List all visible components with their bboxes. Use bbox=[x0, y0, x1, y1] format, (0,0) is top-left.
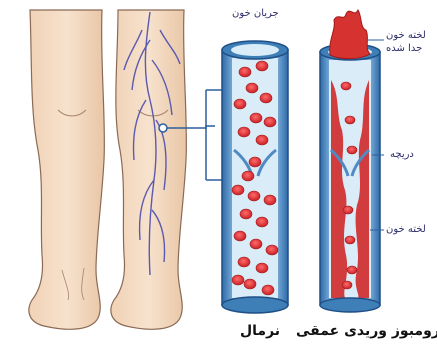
red-blood-cell bbox=[347, 146, 357, 154]
red-blood-cell bbox=[250, 113, 262, 123]
red-blood-cell bbox=[242, 171, 254, 181]
red-blood-cell bbox=[232, 275, 244, 285]
red-blood-cell bbox=[342, 281, 352, 289]
red-blood-cell bbox=[341, 82, 351, 90]
label-blood-flow: جریان خون bbox=[232, 8, 279, 20]
red-blood-cell bbox=[264, 117, 276, 127]
label-valve: دریچه bbox=[390, 149, 414, 161]
label-detached-clot-1: لخته خون bbox=[386, 30, 426, 42]
red-blood-cell bbox=[256, 135, 268, 145]
red-blood-cell bbox=[234, 231, 246, 241]
red-blood-cell bbox=[343, 206, 353, 214]
red-blood-cell bbox=[266, 245, 278, 255]
left-leg bbox=[29, 10, 105, 329]
caption-dvt: ترومبوز وریدی عمقی bbox=[296, 323, 437, 339]
red-blood-cell bbox=[345, 116, 355, 124]
red-blood-cell bbox=[260, 93, 272, 103]
red-blood-cell bbox=[239, 67, 251, 77]
red-blood-cell bbox=[234, 99, 246, 109]
red-blood-cell bbox=[264, 195, 276, 205]
red-blood-cell bbox=[240, 209, 252, 219]
red-blood-cell bbox=[345, 236, 355, 244]
red-blood-cell bbox=[248, 191, 260, 201]
dvt-vessel bbox=[320, 10, 380, 312]
red-blood-cell bbox=[238, 257, 250, 267]
red-blood-cell bbox=[256, 217, 268, 227]
callout-point bbox=[159, 124, 167, 132]
red-blood-cell bbox=[250, 239, 262, 249]
normal-vessel bbox=[222, 41, 288, 313]
caption-normal: نرمال bbox=[240, 323, 280, 339]
red-blood-cell bbox=[262, 285, 274, 295]
label-detached-clot-2: جدا شده bbox=[386, 43, 422, 55]
red-blood-cell bbox=[244, 279, 256, 289]
red-blood-cell bbox=[256, 263, 268, 273]
detached-clot bbox=[330, 10, 370, 59]
label-blood-clot: لخته خون bbox=[386, 224, 426, 236]
red-blood-cell bbox=[238, 127, 250, 137]
red-blood-cell bbox=[256, 61, 268, 71]
red-blood-cell bbox=[249, 157, 261, 167]
red-blood-cell bbox=[232, 185, 244, 195]
right-leg-with-veins bbox=[111, 10, 187, 329]
red-blood-cell bbox=[246, 83, 258, 93]
red-blood-cell bbox=[347, 266, 357, 274]
